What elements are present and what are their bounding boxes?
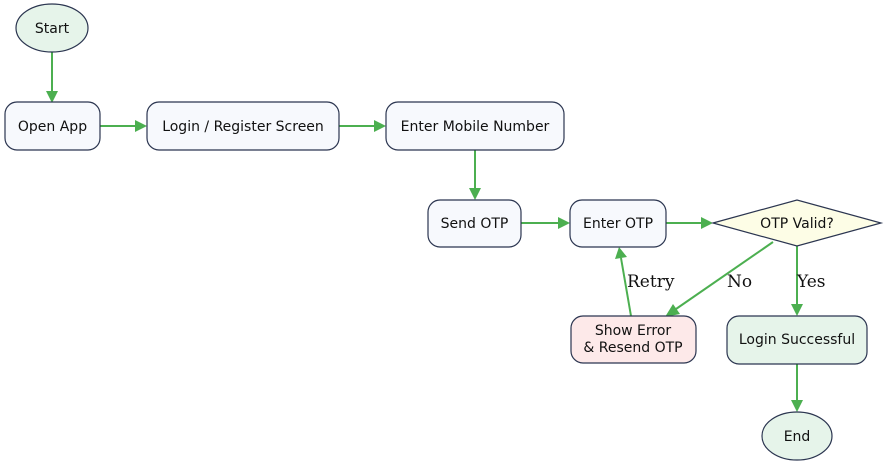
arrow-head bbox=[135, 120, 147, 132]
node-show-error-line1: Show Error bbox=[595, 323, 672, 339]
arrow-head bbox=[46, 91, 58, 103]
node-send-otp: Send OTP bbox=[427, 199, 522, 248]
arrow-head bbox=[558, 217, 570, 229]
edge-label-no: No bbox=[727, 272, 752, 292]
node-login-successful: Login Successful bbox=[726, 315, 868, 365]
edge-label-retry: Retry bbox=[627, 272, 675, 292]
node-login-register: Login / Register Screen bbox=[146, 101, 340, 151]
node-login-successful-label: Login Successful bbox=[739, 332, 855, 348]
node-start: Start bbox=[15, 3, 89, 53]
node-show-error: Show Error & Resend OTP bbox=[570, 315, 697, 364]
arrow-head bbox=[701, 217, 713, 229]
arrow-head bbox=[615, 247, 627, 259]
edge-otp-valid-show-error bbox=[675, 241, 774, 310]
node-enter-mobile: Enter Mobile Number bbox=[385, 101, 565, 151]
arrow-head bbox=[374, 120, 386, 132]
node-send-otp-label: Send OTP bbox=[441, 216, 509, 232]
arrow-head bbox=[791, 400, 803, 412]
node-open-app-label: Open App bbox=[18, 119, 87, 135]
edge-label-yes: Yes bbox=[796, 272, 826, 292]
edge-show-error-enter-otp bbox=[620, 257, 632, 317]
node-otp-valid-decision: OTP Valid? bbox=[710, 199, 884, 247]
edges bbox=[46, 52, 803, 412]
node-enter-otp: Enter OTP bbox=[569, 199, 667, 248]
arrow-head bbox=[791, 304, 803, 316]
node-open-app: Open App bbox=[4, 101, 101, 151]
node-otp-valid-label: OTP Valid? bbox=[760, 216, 834, 232]
node-login-register-label: Login / Register Screen bbox=[162, 119, 324, 135]
node-show-error-line2: & Resend OTP bbox=[583, 340, 682, 356]
arrow-head bbox=[665, 304, 680, 317]
node-end: End bbox=[761, 411, 833, 461]
node-start-label: Start bbox=[35, 21, 70, 37]
node-enter-mobile-label: Enter Mobile Number bbox=[401, 119, 550, 135]
node-end-label: End bbox=[784, 429, 811, 445]
arrow-head bbox=[469, 188, 481, 200]
node-enter-otp-label: Enter OTP bbox=[583, 216, 653, 232]
